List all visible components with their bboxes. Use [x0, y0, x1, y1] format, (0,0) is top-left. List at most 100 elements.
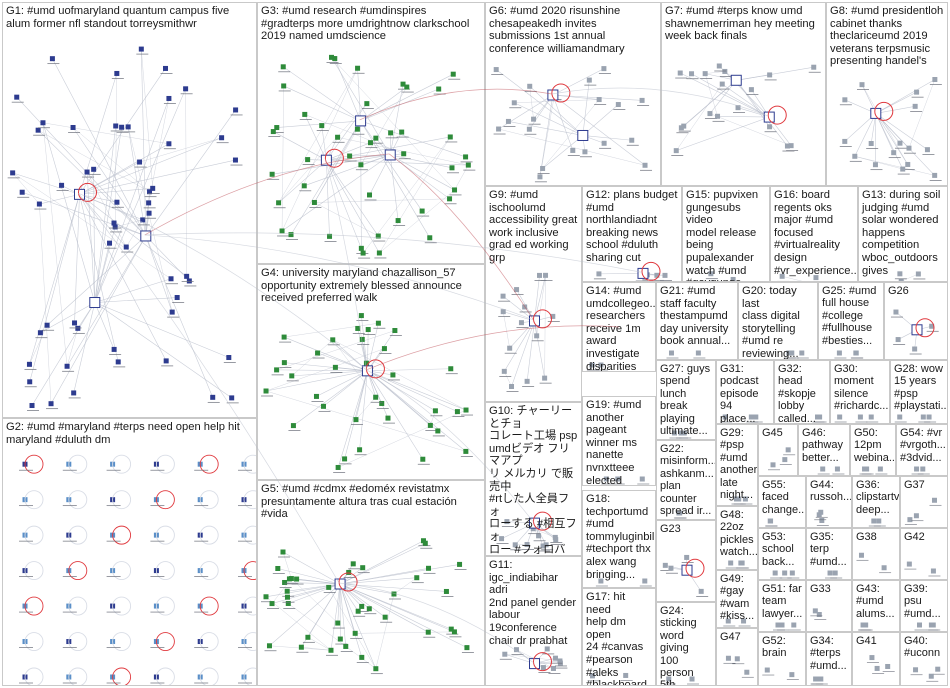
graph-node — [812, 608, 818, 614]
graph-node — [929, 323, 935, 329]
group-graph — [910, 666, 945, 682]
graph-node — [932, 77, 938, 83]
group-label: G13: during soil judging #umd solar wond… — [862, 189, 941, 277]
graph-node — [913, 667, 919, 673]
graph-node — [716, 63, 722, 69]
self-loop — [24, 632, 44, 651]
graph-node — [111, 220, 117, 226]
group-graph — [834, 350, 864, 359]
graph-node — [877, 466, 883, 472]
graph-node — [928, 673, 934, 679]
graph-node — [639, 97, 645, 103]
graph-node — [906, 145, 912, 151]
group-graph — [814, 509, 829, 526]
graph-node — [662, 272, 668, 278]
group-label: G48: 22oz pickles watch... — [720, 509, 758, 559]
group-label: G2: #umd #maryland #terps need open help… — [6, 421, 240, 446]
group-g25: G25: #umd full house #college #fullhouse… — [818, 282, 884, 360]
graph-node — [163, 358, 169, 364]
graph-node — [813, 275, 819, 281]
graph-node — [420, 456, 426, 462]
graph-node — [837, 414, 843, 420]
graph-node — [891, 150, 897, 156]
graph-node — [373, 666, 379, 672]
graph-node — [355, 608, 361, 614]
graph-node — [834, 466, 840, 472]
graph-node — [782, 457, 788, 463]
graph-node — [168, 276, 174, 282]
group-g3: G3: #umd research #umdinspires #gradterp… — [257, 2, 485, 264]
graph-node — [730, 276, 736, 281]
graph-node — [858, 552, 864, 558]
graph-node — [457, 561, 463, 567]
group-g40: G40: #uconn — [900, 632, 948, 686]
graph-node — [373, 135, 379, 141]
graph-node — [596, 97, 602, 103]
group-g8: G8: #umd presidentloh cabinet thanks the… — [826, 2, 948, 186]
graph-node — [695, 350, 701, 356]
graph-node — [463, 407, 469, 413]
graph-node — [906, 561, 912, 567]
graph-node — [789, 570, 795, 576]
group-graph — [817, 466, 845, 475]
graph-node — [926, 414, 932, 420]
group-graph — [673, 510, 687, 519]
group-label: G54: #vr #vrgoth... #3dvid... — [900, 427, 946, 464]
graph-node — [162, 65, 168, 71]
graph-node — [753, 414, 759, 420]
graph-node — [678, 430, 684, 436]
graph-node — [319, 123, 325, 129]
group-g20: G20: today last class digital storytelli… — [738, 282, 818, 360]
graph-node — [450, 71, 456, 77]
group-g2: G2: #umd #maryland #terps need open help… — [2, 418, 257, 686]
graph-node — [290, 423, 296, 429]
graph-node — [861, 622, 867, 628]
graph-node — [279, 228, 285, 234]
graph-node — [443, 588, 449, 594]
group-g30: G30: moment silence #richardc... — [830, 360, 890, 424]
graph-node — [174, 295, 180, 301]
graph-node — [818, 509, 824, 515]
graph-node — [710, 280, 716, 281]
self-loop — [68, 632, 88, 651]
hub-node — [140, 230, 152, 242]
graph-node — [328, 54, 334, 60]
graph-node — [540, 665, 546, 671]
graph-node — [115, 359, 121, 365]
graph-node — [404, 84, 410, 90]
self-loop — [24, 490, 44, 510]
graph-node — [681, 430, 687, 436]
graph-node — [853, 350, 859, 356]
group-g4: G4: university maryland chazallison_57 o… — [257, 264, 485, 480]
graph-node — [542, 375, 548, 381]
graph-node — [270, 129, 276, 135]
graph-node — [932, 172, 938, 178]
graph-node — [639, 476, 645, 482]
group-label: G49: #gay #wam #kiss... — [720, 573, 755, 623]
graph-node — [366, 606, 372, 612]
graph-node — [869, 655, 875, 661]
graph-node — [281, 360, 287, 366]
hub-node — [730, 74, 742, 86]
group-graph — [810, 608, 827, 620]
graph-node — [419, 208, 425, 214]
self-loop — [24, 561, 44, 581]
graph-node — [422, 540, 428, 546]
graph-node — [107, 240, 113, 246]
graph-node — [786, 350, 792, 356]
graph-node — [668, 565, 674, 571]
graph-node — [512, 542, 518, 548]
group-graph — [810, 676, 828, 685]
group-label: G25: #umd full house #college #fullhouse… — [822, 285, 877, 347]
group-label: G4: university maryland chazallison_57 o… — [261, 267, 462, 305]
graph-node — [72, 320, 78, 326]
group-g10: G10: チャーリーとチョ コレート工場 psp umdビデオ フリマアプ リ … — [485, 402, 582, 556]
graph-node — [779, 622, 785, 628]
graph-node — [10, 170, 16, 176]
graph-node — [19, 189, 25, 195]
hub-node — [870, 107, 882, 119]
graph-node — [513, 647, 519, 653]
group-g18: G18: techportumd #umd tommyluginbill #te… — [582, 490, 656, 588]
group-label: G16: board regents oks major #umd focuse… — [774, 189, 858, 277]
graph-node — [84, 169, 90, 175]
